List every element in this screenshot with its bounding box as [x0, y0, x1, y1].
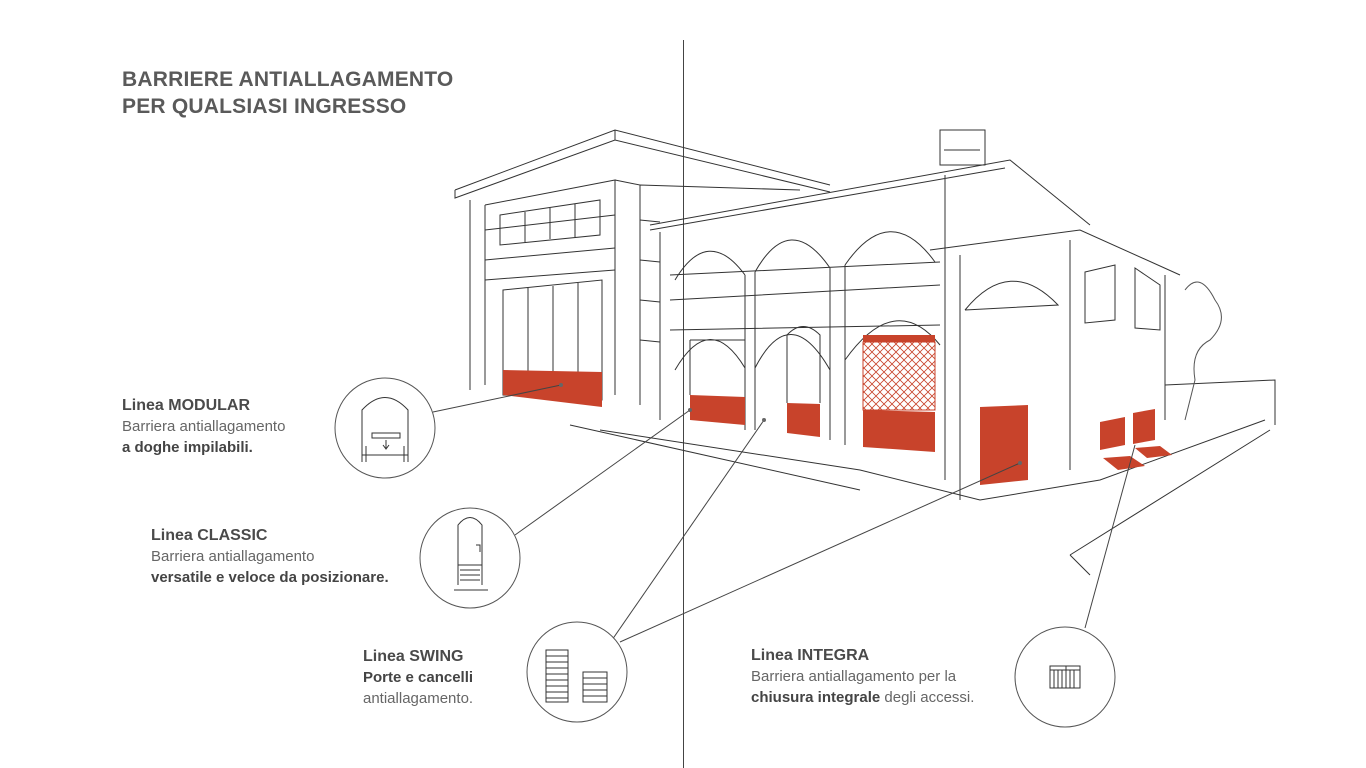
product-integra: Linea INTEGRA Barriera antiallagamento p… — [751, 645, 974, 708]
leader-line-swing-2 — [619, 462, 1021, 643]
product-swing-desc: antiallagamento. — [363, 690, 474, 707]
swing-gate-icon — [545, 649, 608, 703]
product-swing-line1: Porte e cancelli — [363, 667, 473, 688]
product-classic-highlight: versatile e veloce da posizionare. — [151, 569, 389, 586]
left-tower-sketch — [454, 129, 831, 405]
barrier-swing — [787, 403, 820, 437]
product-integra-highlight: chiusura integrale — [751, 689, 881, 706]
barriers — [503, 335, 1172, 485]
product-integra-title: Linea INTEGRA — [751, 647, 870, 664]
product-swing: Linea SWING Porte e cancelli antiallagam… — [363, 646, 473, 709]
product-integra-line2: chiusura integrale degli accessi. — [751, 687, 974, 708]
floor-pad-2 — [1135, 446, 1172, 458]
classic-barrier-icon — [454, 517, 488, 591]
barrier-door — [980, 405, 1028, 485]
barrier-integra-lower — [863, 410, 935, 452]
leader-lines — [432, 384, 1136, 643]
leader-dot — [688, 408, 692, 412]
barrier-classic — [690, 395, 745, 425]
product-modular-desc: Barriera antiallagamento — [122, 418, 286, 435]
classic-circle — [419, 507, 521, 609]
integra-circle — [1014, 626, 1116, 728]
barrier-integra-lattice — [862, 341, 936, 411]
barrier-modular — [503, 370, 602, 407]
leader-dot — [1018, 461, 1022, 465]
product-icon-circles — [334, 377, 1116, 728]
leader-line-swing-1 — [611, 419, 765, 641]
modular-circle — [334, 377, 436, 479]
barrier-small-1 — [1100, 417, 1125, 450]
leader-dot — [559, 383, 563, 387]
leader-line-integra — [1084, 444, 1136, 629]
leader-line-classic — [514, 409, 691, 536]
page-title: BARRIERE ANTIALLAGAMENTO PER QUALSIASI I… — [122, 66, 453, 120]
title-line-2: PER QUALSIASI INGRESSO — [122, 95, 407, 118]
leader-line-modular — [432, 384, 562, 413]
product-classic-desc: Barriera antiallagamento — [151, 548, 315, 565]
product-classic-title: Linea CLASSIC — [151, 527, 268, 544]
title-line-1: BARRIERE ANTIALLAGAMENTO — [122, 68, 454, 91]
barrier-small-2 — [1133, 409, 1155, 444]
product-classic-line2: versatile e veloce da posizionare. — [151, 567, 389, 588]
modular-barrier-icon — [361, 397, 409, 462]
integra-barrier-icon — [1049, 665, 1081, 689]
floor-pad-1 — [1103, 456, 1145, 470]
product-swing-title: Linea SWING — [363, 648, 464, 665]
product-swing-highlight: Porte e cancelli — [363, 669, 474, 686]
product-modular: Linea MODULAR Barriera antiallagamento a… — [122, 395, 285, 458]
product-integra-desc-rest: degli accessi. — [880, 689, 975, 706]
leader-dot — [762, 418, 766, 422]
leader-dots — [559, 383, 1022, 465]
product-classic: Linea CLASSIC Barriera antiallagamento v… — [151, 525, 389, 588]
product-modular-highlight: a doghe impilabili. — [122, 439, 253, 456]
product-modular-title: Linea MODULAR — [122, 397, 250, 414]
product-modular-line2: a doghe impilabili. — [122, 437, 285, 458]
main-building-sketch — [569, 129, 1276, 576]
swing-circle — [526, 621, 628, 723]
barrier-integra-top — [863, 335, 935, 342]
product-integra-desc: Barriera antiallagamento per la — [751, 668, 957, 685]
page-divider — [683, 40, 684, 768]
